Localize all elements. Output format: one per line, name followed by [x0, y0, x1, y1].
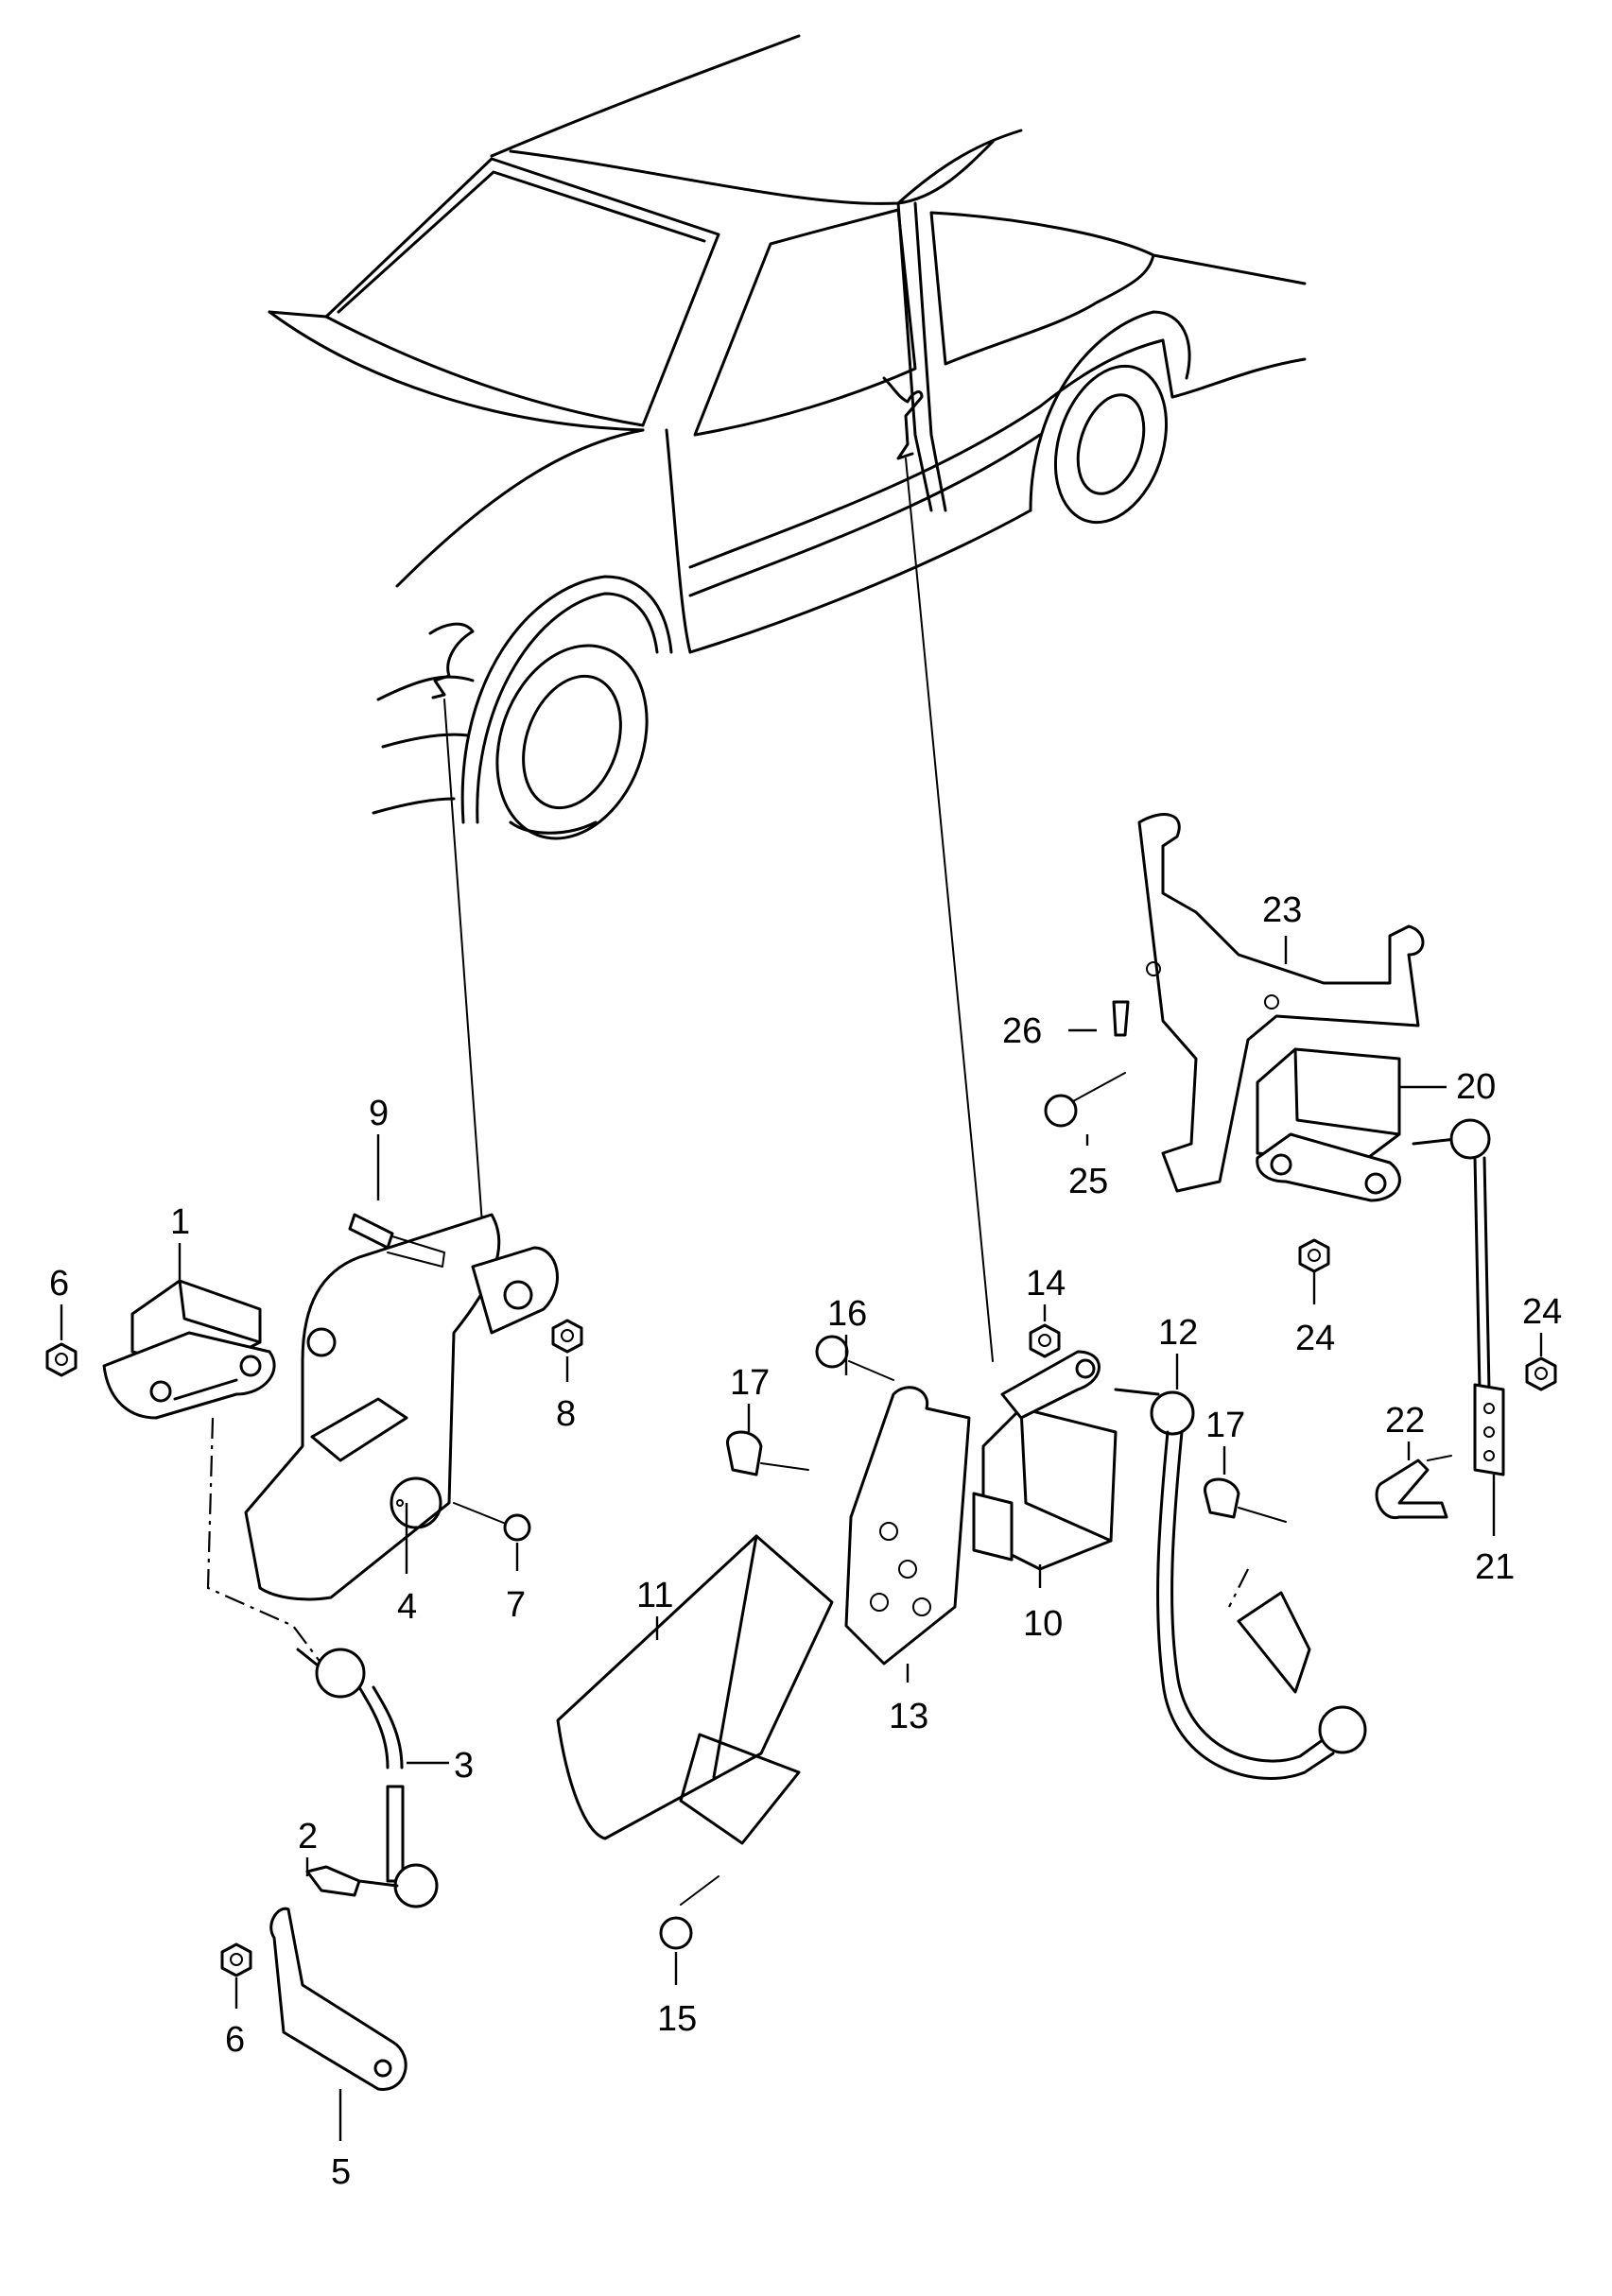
callout-22: 22: [1385, 1401, 1425, 1441]
callout-17-right: 17: [1205, 1406, 1245, 1445]
callout-12: 12: [1158, 1313, 1198, 1353]
callout-24-right: 24: [1522, 1292, 1562, 1332]
callout-4: 4: [397, 1587, 417, 1627]
callout-9: 9: [369, 1094, 389, 1133]
callout-13: 13: [889, 1697, 928, 1736]
callout-11: 11: [636, 1576, 673, 1615]
left-sensor-assembly: [45, 1213, 583, 2091]
callout-25: 25: [1068, 1162, 1108, 1201]
callout-3: 3: [454, 1746, 474, 1786]
callout-26: 26: [1002, 1011, 1042, 1051]
callout-17-left: 17: [730, 1363, 770, 1403]
callout-24-upper: 24: [1295, 1319, 1335, 1358]
callout-15: 15: [657, 1999, 697, 2039]
callout-8: 8: [556, 1394, 576, 1434]
vehicle-outline: [268, 34, 1307, 1362]
callout-1: 1: [170, 1202, 190, 1242]
callout-21: 21: [1475, 1547, 1515, 1587]
callout-6-bottom: 6: [225, 2020, 245, 2060]
callout-2: 2: [298, 1817, 318, 1856]
callout-labels: 1 2 3 4 5 6 6 7 8 9 10 11 12 13 14 15 16…: [49, 890, 1562, 2192]
callout-23: 23: [1262, 890, 1302, 930]
callout-16: 16: [827, 1294, 867, 1334]
callout-leaders: [60, 936, 1543, 2141]
callout-10: 10: [1023, 1604, 1063, 1644]
center-sensor-assembly: [556, 1323, 1367, 1950]
right-sensor-assembly: [1044, 813, 1557, 1519]
callout-6-top: 6: [49, 1264, 69, 1303]
callout-20: 20: [1456, 1067, 1496, 1107]
callout-5: 5: [331, 2152, 351, 2192]
callout-14: 14: [1026, 1264, 1066, 1303]
callout-7: 7: [506, 1585, 526, 1625]
